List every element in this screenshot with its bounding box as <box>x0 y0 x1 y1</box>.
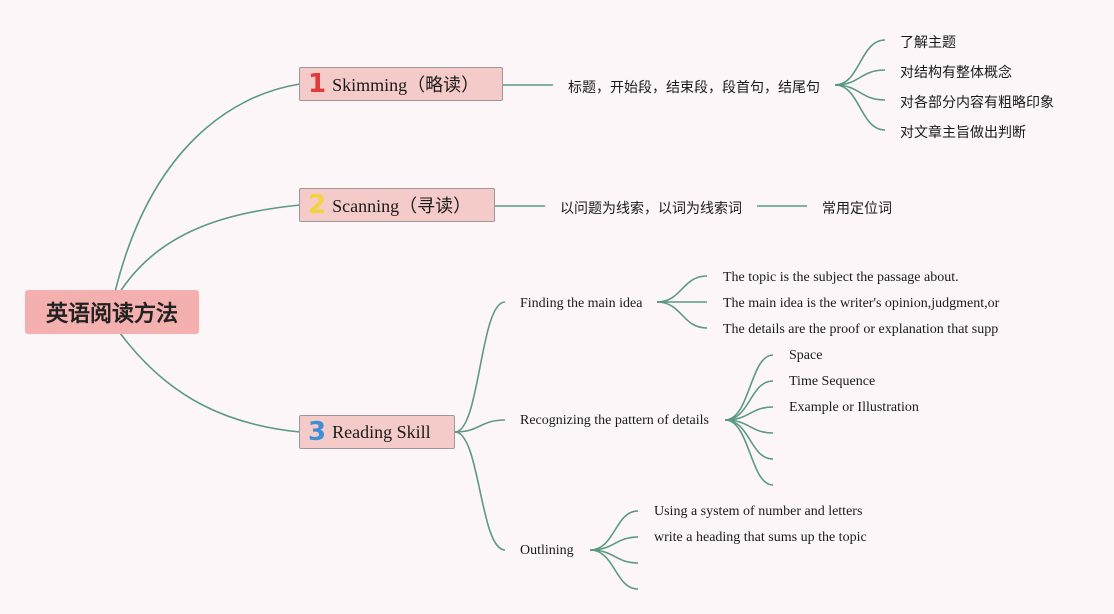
root-label: 英语阅读方法 <box>45 302 178 327</box>
branch-reading-label: Reading Skill <box>332 421 431 442</box>
branch-skimming[interactable]: 1 Skimming（略读） <box>299 67 503 101</box>
skimming-detail[interactable]: 标题，开始段，结束段，段首句，结尾句 <box>568 80 820 96</box>
scanning-detail[interactable]: 以问题为线索，以词为线索词 <box>560 201 742 217</box>
number-one-icon: 1 <box>308 69 327 99</box>
skimming-child-4[interactable]: 对文章主旨做出判断 <box>900 125 1026 141</box>
main-idea-node[interactable]: Finding the main idea <box>520 296 643 311</box>
skimming-child-2[interactable]: 对结构有整体概念 <box>900 65 1012 81</box>
number-two-icon: 2 <box>308 190 327 220</box>
pattern-child-space[interactable]: Space <box>789 348 823 363</box>
main-idea-child-3[interactable]: The details are the proof or explanation… <box>723 322 999 337</box>
branch-scanning-label: Scanning（寻读） <box>332 196 472 216</box>
outlining-node[interactable]: Outlining <box>520 543 574 558</box>
pattern-child-time[interactable]: Time Sequence <box>789 374 876 389</box>
root-node[interactable]: 英语阅读方法 <box>25 290 199 334</box>
main-idea-child-2[interactable]: The main idea is the writer's opinion,ju… <box>723 296 1000 311</box>
number-three-icon: 3 <box>308 417 327 447</box>
branch-skimming-label: Skimming（略读） <box>332 75 480 95</box>
scanning-child[interactable]: 常用定位词 <box>822 201 892 217</box>
pattern-node[interactable]: Recognizing the pattern of details <box>520 413 709 428</box>
pattern-child-example[interactable]: Example or Illustration <box>789 400 919 415</box>
skimming-child-3[interactable]: 对各部分内容有粗略印象 <box>900 95 1054 111</box>
outlining-child-2[interactable]: write a heading that sums up the topic <box>654 530 867 545</box>
branch-reading-skill[interactable]: 3 Reading Skill <box>299 415 455 449</box>
main-idea-child-1[interactable]: The topic is the subject the passage abo… <box>723 270 959 285</box>
branch-scanning[interactable]: 2 Scanning（寻读） <box>299 188 495 222</box>
skimming-child-1[interactable]: 了解主题 <box>900 35 956 51</box>
outlining-child-1[interactable]: Using a system of number and letters <box>654 504 863 519</box>
